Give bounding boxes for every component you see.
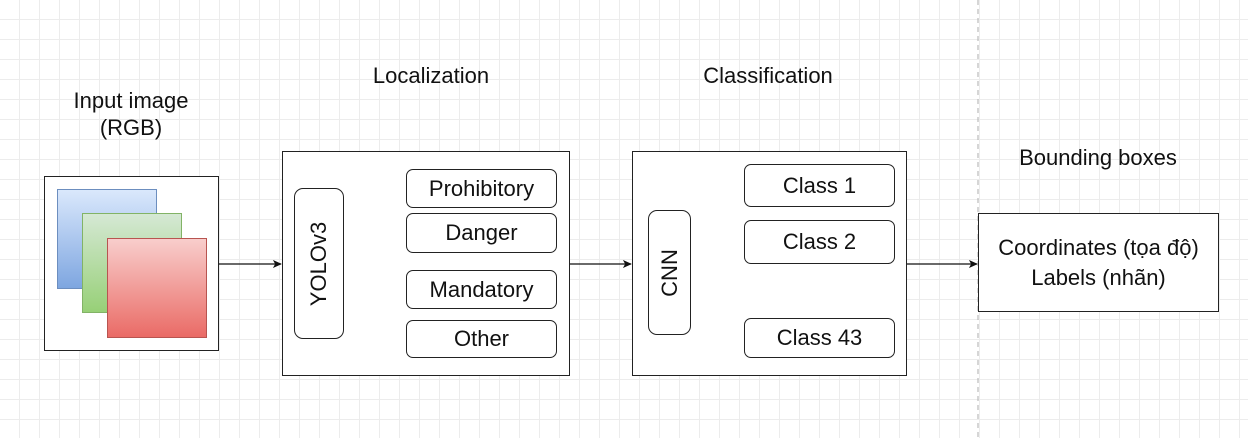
output-text: Coordinates (tọa độ) Labels (nhãn) <box>978 213 1219 312</box>
output-title: Bounding boxes <box>1019 145 1177 170</box>
category-mandatory: Mandatory <box>406 270 557 309</box>
output-labels-label: Labels (nhãn) <box>1031 264 1166 290</box>
input-title-line2: (RGB) <box>99 115 163 140</box>
category-prohibitory: Prohibitory <box>406 169 557 208</box>
classification-title: Classification <box>703 63 833 88</box>
yolo-model-label: YOLOv3 <box>306 221 331 306</box>
localization-title: Localization <box>372 63 490 88</box>
cnn-model-label: CNN <box>656 248 682 297</box>
class-43-box: Class 43 <box>744 318 895 358</box>
class-2-box: Class 2 <box>744 220 895 264</box>
cnn-model-box: CNN <box>648 210 691 335</box>
input-title-line1: Input image <box>73 88 189 113</box>
input-title: Input image (RGB) <box>46 87 216 141</box>
input-image-frame <box>44 176 219 351</box>
category-danger: Danger <box>406 213 557 253</box>
output-coordinates-label: Coordinates (tọa độ) <box>998 234 1199 260</box>
category-other: Other <box>406 320 557 358</box>
class-1-box: Class 1 <box>744 164 895 207</box>
yolo-model-box: YOLOv3 <box>294 188 344 339</box>
output-box <box>978 213 1219 312</box>
red-channel-layer <box>107 238 207 338</box>
